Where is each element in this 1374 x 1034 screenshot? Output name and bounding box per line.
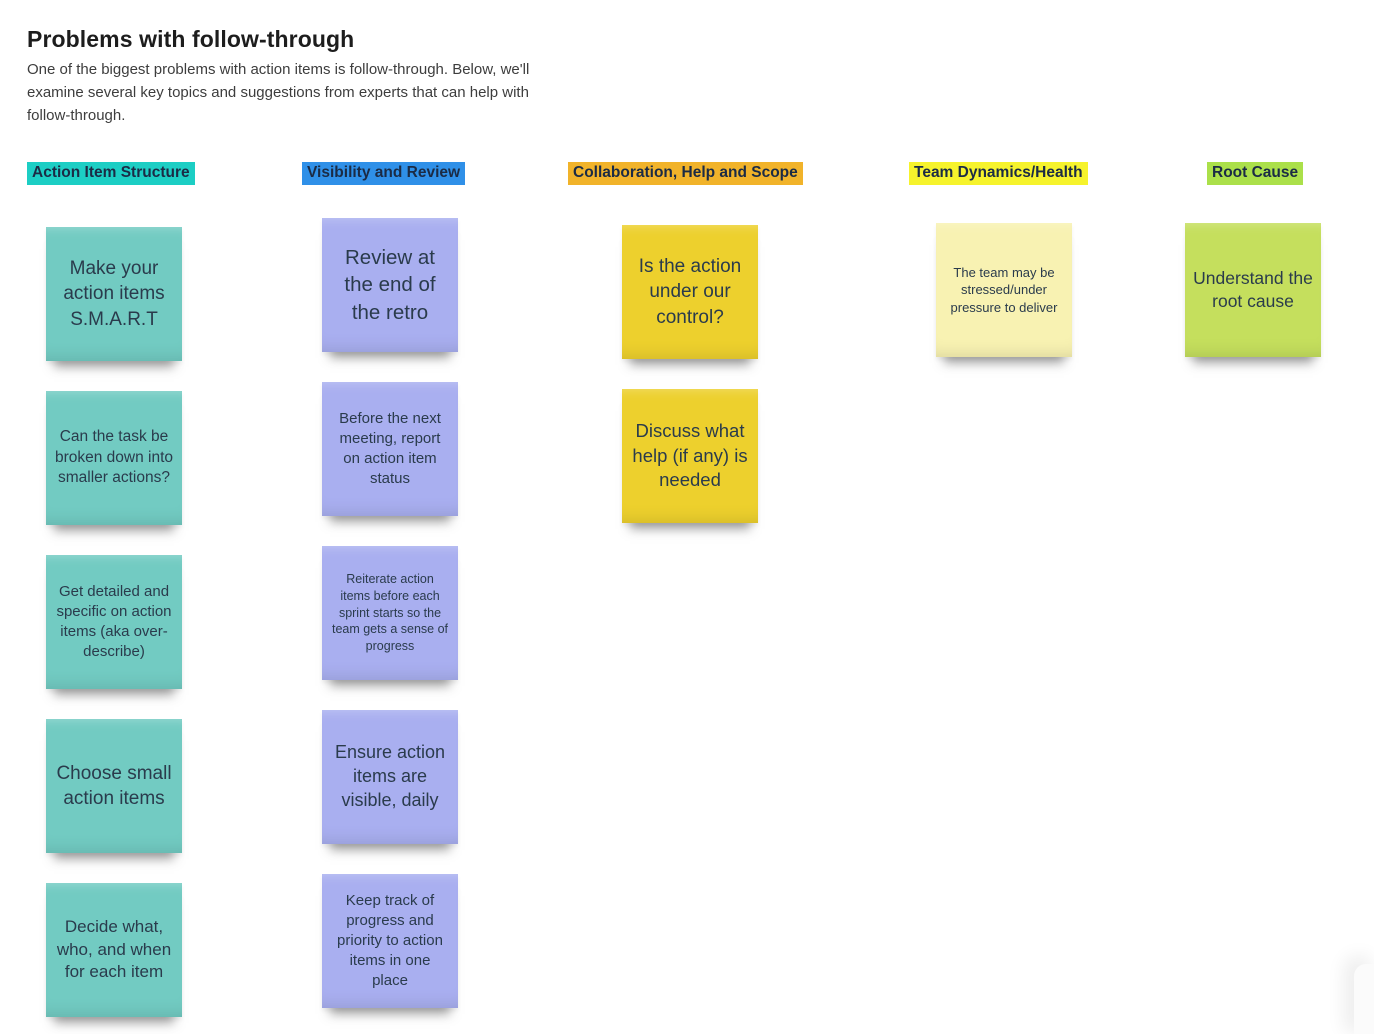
page-title: Problems with follow-through <box>27 26 355 52</box>
sticky-note-text: The team may be stressed/under pressure … <box>950 265 1058 315</box>
sticky-note-text: Can the task be broken down into smaller… <box>54 428 174 487</box>
sticky-note[interactable]: Reiterate action items before each sprin… <box>322 546 458 680</box>
column-header-team-dynamics-health[interactable]: Team Dynamics/Health <box>909 162 1088 185</box>
sticky-note[interactable]: Discuss what help (if any) is needed <box>622 389 758 523</box>
sticky-note[interactable]: Review at the end of the retro <box>322 218 458 352</box>
sticky-note-text: Get detailed and specific on action item… <box>56 583 172 660</box>
corner-panel[interactable] <box>1354 964 1374 1034</box>
sticky-note-text: Reiterate action items before each sprin… <box>331 572 449 653</box>
sticky-note-text: Choose small action items <box>56 762 172 809</box>
column-header-collaboration-help-and-scope[interactable]: Collaboration, Help and Scope <box>568 162 803 185</box>
column-team-dynamics-health: The team may be stressed/under pressure … <box>936 223 1072 357</box>
sticky-note[interactable]: Decide what, who, and when for each item <box>46 883 182 1017</box>
sticky-note[interactable]: Understand the root cause <box>1185 223 1321 357</box>
sticky-note[interactable]: Can the task be broken down into smaller… <box>46 391 182 525</box>
sticky-note-text: Decide what, who, and when for each item <box>56 917 172 982</box>
column-header-action-item-structure[interactable]: Action Item Structure <box>27 162 195 185</box>
column-root-cause: Understand the root cause <box>1185 223 1321 357</box>
column-header-visibility-and-review[interactable]: Visibility and Review <box>302 162 466 185</box>
column-header-label: Team Dynamics/Health <box>914 164 1083 181</box>
sticky-note-text: Understand the root cause <box>1193 267 1313 311</box>
sticky-note[interactable]: The team may be stressed/under pressure … <box>936 223 1072 357</box>
column-header-root-cause[interactable]: Root Cause <box>1207 162 1304 185</box>
sticky-note-text: Before the next meeting, report on actio… <box>339 410 441 487</box>
sticky-note[interactable]: Keep track of progress and priority to a… <box>322 874 458 1008</box>
sticky-note[interactable]: Ensure action items are visible, daily <box>322 710 458 844</box>
sticky-note-text: Is the action under our control? <box>638 256 742 328</box>
column-header-label: Action Item Structure <box>32 164 190 181</box>
sticky-note[interactable]: Make your action items S.M.A.R.T <box>46 227 182 361</box>
sticky-note[interactable]: Before the next meeting, report on actio… <box>322 382 458 516</box>
sticky-note-text: Ensure action items are visible, daily <box>334 742 446 810</box>
column-visibility-and-review: Review at the end of the retro Before th… <box>322 218 458 1008</box>
column-header-label: Collaboration, Help and Scope <box>573 164 798 181</box>
sticky-note[interactable]: Choose small action items <box>46 719 182 853</box>
page-description: One of the biggest problems with action … <box>27 61 530 124</box>
column-header-label: Root Cause <box>1212 164 1299 181</box>
sticky-note-text: Discuss what help (if any) is needed <box>632 420 748 491</box>
column-header-label: Visibility and Review <box>307 164 461 181</box>
sticky-note-text: Make your action items S.M.A.R.T <box>63 258 165 330</box>
sticky-note-text: Keep track of progress and priority to a… <box>337 892 443 989</box>
column-collaboration-help-and-scope: Is the action under our control? Discuss… <box>622 225 758 523</box>
sticky-note-text: Review at the end of the retro <box>344 246 436 324</box>
sticky-note[interactable]: Get detailed and specific on action item… <box>46 555 182 689</box>
column-action-item-structure: Make your action items S.M.A.R.T Can the… <box>46 227 182 1017</box>
sticky-note[interactable]: Is the action under our control? <box>622 225 758 359</box>
